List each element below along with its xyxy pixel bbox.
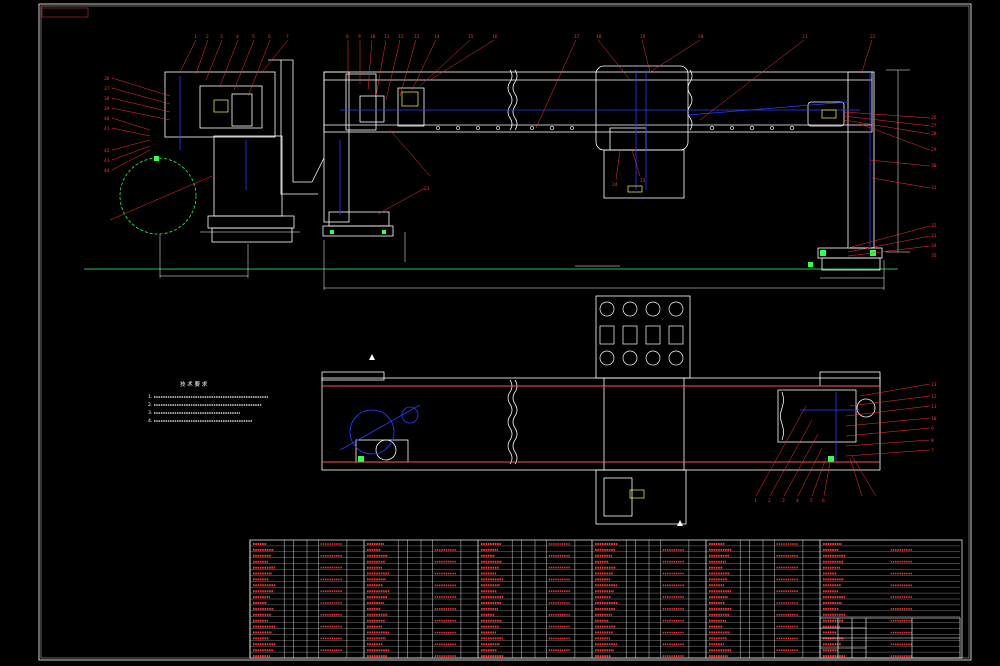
balloon: 20 [698, 34, 704, 40]
balloon: 1 [194, 34, 197, 40]
leader-lines [109, 39, 931, 497]
balloon: 11 [384, 34, 390, 40]
balloon: 40 [104, 116, 110, 122]
balloon: 43 [104, 158, 110, 164]
balloon: 21 [802, 34, 808, 40]
yellow-details [213, 91, 837, 499]
balloon: 22 [870, 34, 876, 40]
balloons-right: 26 27 28 29 30 31 32 33 34 35 [931, 115, 937, 259]
balloon: 25 [640, 178, 646, 184]
balloon: 27 [931, 123, 937, 129]
balloon: 16 [492, 34, 498, 40]
balloon: 5 [810, 498, 813, 504]
balloon: 37 [104, 86, 110, 92]
balloon: 13 [931, 382, 937, 388]
drum-circle [119, 157, 197, 235]
plan-view [321, 295, 881, 525]
balloon: 32 [931, 223, 937, 229]
balloon: 23 [424, 186, 430, 192]
balloons-top: 1 2 3 4 5 6 7 8 9 10 11 12 13 14 15 16 1… [194, 34, 876, 192]
balloon: 10 [370, 34, 376, 40]
balloon: 3 [220, 34, 223, 40]
balloon: 6 [268, 34, 271, 40]
tech-note: 4. [148, 418, 152, 424]
balloon: 12 [398, 34, 404, 40]
tech-requirements-title: 技 术 要 求 [180, 380, 208, 388]
balloon: 19 [640, 34, 646, 40]
balloon: 2 [206, 34, 209, 40]
balloon: 30 [931, 163, 937, 169]
balloon: 8 [931, 438, 934, 444]
balloons-left: 36 37 38 39 40 41 42 43 44 [104, 76, 110, 174]
balloon: 33 [931, 233, 937, 239]
balloon: 38 [104, 96, 110, 102]
balloon: 7 [286, 34, 289, 40]
center-lines [179, 70, 871, 248]
balloon: 42 [104, 148, 110, 154]
balloon: 17 [574, 34, 580, 40]
bill-of-materials [249, 539, 963, 659]
balloon: 6 [822, 498, 825, 504]
tech-note: 3. [148, 410, 152, 416]
balloon: 35 [931, 253, 937, 259]
balloon: 11 [931, 404, 937, 410]
balloon: 1 [754, 498, 757, 504]
balloon: 34 [931, 243, 937, 249]
balloon: 36 [104, 76, 110, 82]
balloon: 8 [346, 34, 349, 40]
balloons-plan-lower: 1 2 3 4 5 6 [754, 498, 825, 504]
view-arrows [369, 354, 683, 526]
balloon: 41 [104, 126, 110, 132]
balloon: 3 [782, 498, 785, 504]
balloon: 9 [358, 34, 361, 40]
balloon: 4 [236, 34, 239, 40]
balloon: 4 [796, 498, 799, 504]
front-view [164, 59, 883, 271]
balloons-plan-right: 13 12 11 10 9 8 7 [931, 382, 937, 454]
balloon: 28 [931, 131, 937, 137]
plan-center-lines [339, 392, 860, 462]
balloon: 26 [931, 115, 937, 121]
title-block [819, 617, 961, 659]
balloon: 24 [612, 182, 618, 188]
balloon: 9 [931, 426, 934, 432]
technical-requirements: 技 术 要 求 1. 2. 3. 4. [148, 380, 268, 424]
balloon: 44 [104, 168, 110, 174]
balloon: 18 [596, 34, 602, 40]
balloon: 15 [468, 34, 474, 40]
balloon: 31 [931, 185, 937, 191]
plan-red-trim [322, 385, 880, 463]
tech-note: 2. [148, 402, 152, 408]
balloon: 2 [768, 498, 771, 504]
balloon: 7 [931, 448, 934, 454]
balloon: 29 [931, 147, 937, 153]
balloon: 5 [252, 34, 255, 40]
balloon: 12 [931, 394, 937, 400]
balloon: 10 [931, 416, 937, 422]
balloon: 13 [414, 34, 420, 40]
plan-window-grid [599, 301, 684, 366]
balloon: 14 [434, 34, 440, 40]
balloon: 39 [104, 106, 110, 112]
dimension-lines [159, 69, 910, 290]
tech-note: 1. [148, 394, 152, 400]
